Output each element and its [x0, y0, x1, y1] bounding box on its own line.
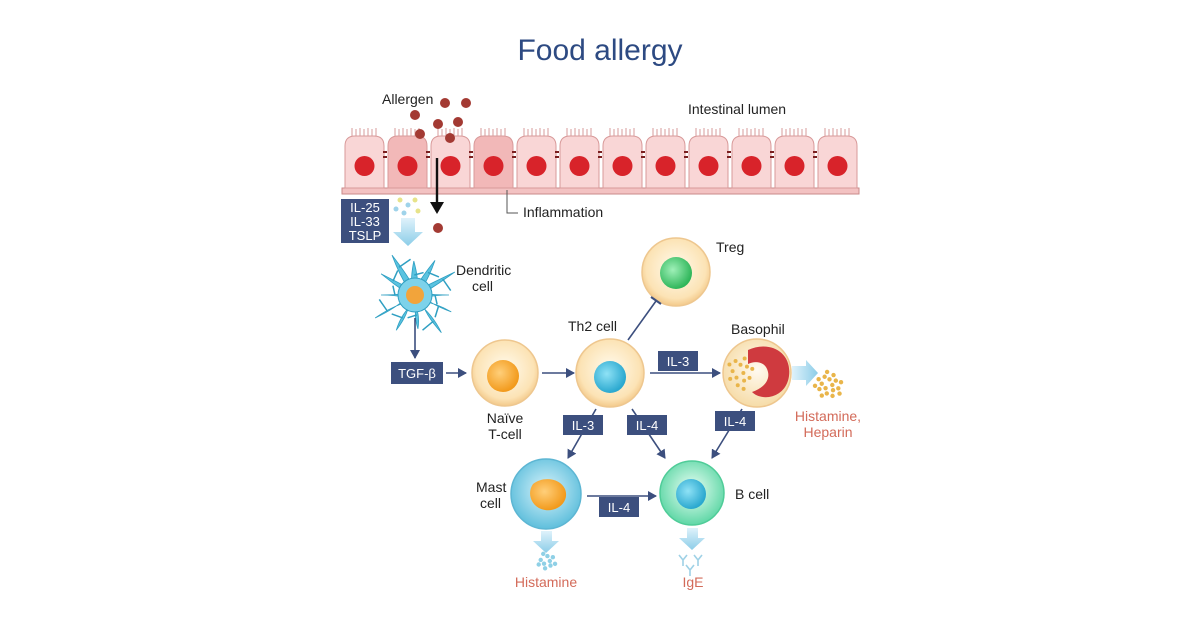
epithelial-cell-icon — [345, 128, 387, 188]
il3-basophil-label: IL-3 — [667, 354, 689, 369]
epithelial-cell-icon — [689, 128, 731, 188]
cytokine-il25: IL-25 — [350, 200, 380, 215]
epithelial-cell-icon — [818, 128, 857, 188]
allergen-particle-icon — [453, 117, 463, 127]
allergen-particle-icon — [461, 98, 471, 108]
label-allergen: Allergen — [382, 91, 433, 107]
cytokine-tslp: TSLP — [349, 228, 382, 243]
bcell-release-arrow — [679, 528, 705, 550]
label-naive-2: T-cell — [488, 426, 521, 442]
label-mast-1: Mast — [476, 479, 506, 495]
naive-t-cell-icon — [472, 340, 538, 406]
cytokine-box: IL-25 IL-33 TSLP — [341, 199, 389, 243]
label-dendritic-1: Dendritic — [456, 262, 511, 278]
epithelial-cell-icon — [560, 128, 602, 188]
epithelial-cell-icon — [517, 128, 559, 188]
epithelial-cell-icon — [732, 128, 774, 188]
label-dendritic-2: cell — [472, 278, 493, 294]
th2-cell-icon — [576, 339, 644, 407]
label-histamine: Histamine — [515, 574, 577, 590]
basophil-cell-icon — [723, 339, 791, 407]
mast-cell-icon — [511, 459, 581, 529]
allergen-particle-icon — [445, 133, 455, 143]
allergen-particle-icon — [410, 110, 420, 120]
label-treg: Treg — [716, 239, 744, 255]
label-histamine-heparin-2: Heparin — [803, 424, 852, 440]
treg-cell-icon — [642, 238, 710, 306]
antibody-icon — [679, 555, 702, 576]
label-mast-2: cell — [480, 495, 501, 511]
granules-icon — [537, 552, 558, 571]
b-cell-icon — [660, 461, 724, 525]
epithelial-cell-icon — [646, 128, 688, 188]
allergen-particle-icon — [415, 129, 425, 139]
epithelial-cell-icon — [775, 128, 817, 188]
basophil-release-arrow — [792, 360, 818, 386]
epithelial-cell-icon — [474, 128, 516, 188]
label-th2-cell: Th2 cell — [568, 318, 617, 334]
label-intestinal-lumen: Intestinal lumen — [688, 101, 786, 117]
label-histamine-heparin-1: Histamine, — [795, 408, 861, 424]
mast-release-arrow — [533, 531, 559, 553]
allergen-particle-icon — [433, 119, 443, 129]
tgf-beta-label: TGF-β — [398, 366, 436, 381]
label-b-cell: B cell — [735, 486, 769, 502]
label-ige: IgE — [682, 574, 703, 590]
il4-mast-label: IL-4 — [608, 500, 630, 515]
allergen-particle-icon — [440, 98, 450, 108]
epithelial-cell-icon — [603, 128, 645, 188]
label-naive-1: Naïve — [487, 410, 524, 426]
cytokine-il33: IL-33 — [350, 214, 380, 229]
cytokine-flow-arrow — [393, 218, 423, 246]
basement-membrane — [342, 188, 859, 194]
allergen-particle-icon — [433, 223, 443, 233]
il4-basophil-label: IL-4 — [724, 414, 746, 429]
il3-mast-label: IL-3 — [572, 418, 594, 433]
cytokine-granules — [394, 198, 421, 216]
page-title: Food allergy — [517, 34, 682, 67]
inhibition-th2-treg — [628, 301, 656, 340]
label-inflammation: Inflammation — [523, 204, 603, 220]
il4-bcell-label: IL-4 — [636, 418, 658, 433]
label-basophil: Basophil — [731, 321, 785, 337]
granules-icon — [813, 370, 843, 398]
